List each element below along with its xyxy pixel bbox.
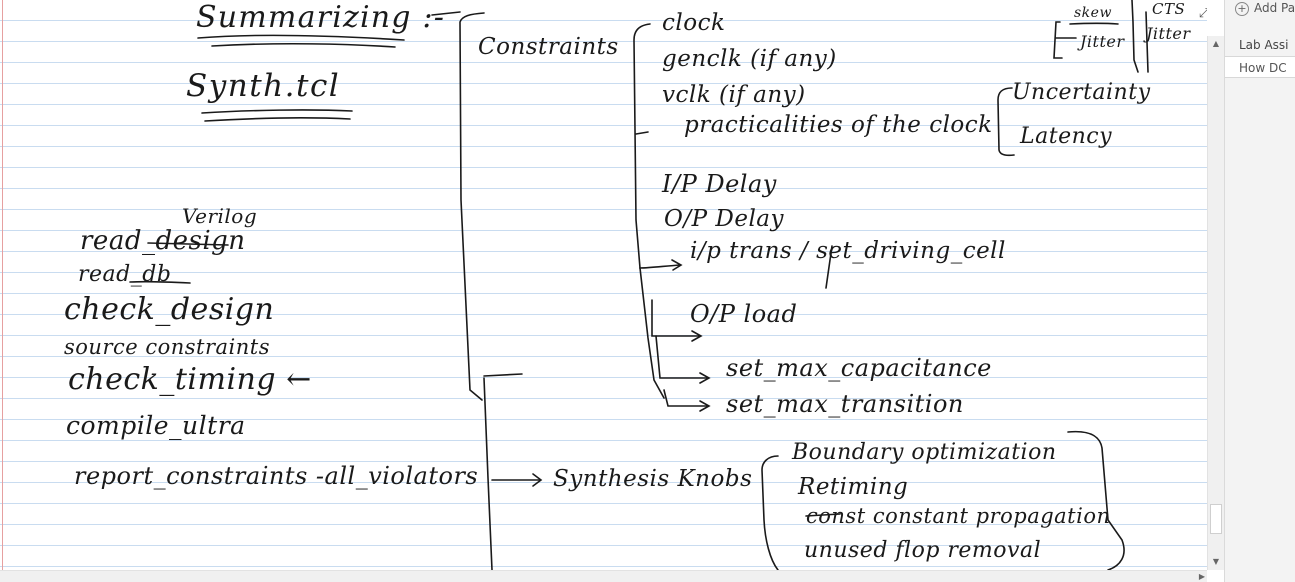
branch-tick [483, 373, 523, 377]
add-page-button[interactable]: + Add Pa [1225, 0, 1295, 18]
slash-divider [825, 245, 833, 289]
branch-synthesis-knobs: Synthesis Knobs [553, 466, 753, 492]
plus-circle-icon: + [1235, 2, 1249, 16]
scroll-down-icon[interactable]: ▼ [1212, 557, 1220, 566]
add-page-label: Add Pa [1254, 1, 1295, 15]
page-tab-how-dc[interactable]: How DC [1225, 56, 1295, 78]
arrow-load-head [691, 330, 703, 342]
arrow-trans-head [671, 259, 683, 271]
arrow-load-shaft [651, 299, 701, 337]
scroll-right-icon[interactable]: ▶ [1198, 572, 1205, 581]
clock-latency: Latency [1020, 124, 1113, 149]
cmd-read-db: read_db [78, 262, 172, 287]
horizontal-scrollbar[interactable]: ▶ [0, 570, 1207, 582]
constraint-clock: clock [662, 10, 726, 36]
knob-retiming: Retiming [798, 474, 909, 500]
knobs-bracket-right [1067, 430, 1125, 570]
knob-unused-flop-removal: unused flop removal [804, 538, 1042, 563]
constraint-vclk: vclk (if any) [662, 82, 806, 108]
subtitle-underline [201, 109, 353, 114]
constraint-op-load: O/P load [690, 300, 798, 328]
page-tab-lab-assi[interactable]: Lab Assi [1239, 38, 1289, 52]
cmd-source-constraints: source constraints [64, 335, 271, 359]
page-title: Summarizing :- [196, 0, 446, 35]
cmd-read-design: read_design [80, 226, 246, 256]
ink-strokes [129, 0, 1149, 570]
constraint-op-delay: O/P Delay [664, 206, 785, 232]
top-right-cts: CTS [1152, 0, 1186, 18]
arrow-cap-head [699, 372, 711, 384]
cts-divider [1145, 11, 1149, 73]
verilog-note: Verilog [182, 204, 258, 228]
skew-bracket [1053, 21, 1063, 59]
cmd-report-constraints: report_constraints -all_violators [74, 462, 479, 490]
uncertainty-jitter: Jitter [1080, 32, 1125, 51]
strike-opt [805, 513, 841, 517]
constraint-max-capacitance: set_max_capacitance [726, 354, 992, 382]
knob-constant-propagation: const constant propagation [806, 504, 1111, 528]
uncertainty-skew: skew [1074, 5, 1112, 21]
trunk-lower [483, 377, 493, 570]
constraint-max-transition: set_max_transition [726, 390, 964, 418]
expand-icon[interactable]: ⤢ [1198, 6, 1207, 21]
cmd-check-design: check_design [64, 292, 275, 327]
constraints-bracket-lower [639, 267, 665, 399]
arrow-trans-shaft [639, 264, 681, 269]
skew-underline [1069, 22, 1119, 25]
top-right-jitter: Jitter [1146, 24, 1191, 43]
arrow-tran-head [699, 400, 711, 412]
constraint-practicalities: practicalities of the clock [684, 112, 993, 138]
cmd-compile-ultra: compile_ultra [66, 411, 246, 440]
branch-constraints: Constraints [478, 34, 619, 60]
arrow-cap-shaft [655, 335, 709, 379]
constraint-ip-delay: I/P Delay [662, 170, 777, 198]
knob-boundary-optimization: Boundary optimization [792, 440, 1057, 465]
tick-practicalities [635, 131, 649, 135]
cmd-check-timing: check_timing ← [68, 362, 312, 397]
cts-bracket [1131, 0, 1139, 73]
constraint-ip-trans: i/p trans / set_driving_cell [690, 238, 1006, 264]
script-filename: Synth.tcl [186, 68, 341, 104]
main-bracket [459, 12, 485, 401]
title-underline [197, 34, 405, 41]
arrow-knobs-head [532, 473, 543, 487]
strike-design [147, 242, 229, 246]
note-canvas[interactable]: Summarizing :- Synth.tcl Verilog read_de… [0, 0, 1207, 570]
subtitle-underline-2 [204, 117, 351, 122]
page-margin-line [2, 0, 3, 570]
page-list-pane: + Add Pa Lab Assi How DC [1224, 0, 1295, 582]
underscore-read-db [129, 280, 191, 284]
arrow-tran-shaft [663, 389, 709, 407]
title-dash [431, 11, 461, 16]
constraints-bracket [633, 23, 651, 269]
clock-uncertainty: Uncertainty [1012, 80, 1151, 105]
title-underline-2 [211, 42, 396, 48]
constraint-genclk: genclk (if any) [662, 46, 837, 72]
vertical-scrollbar[interactable]: ▲ ▼ [1207, 36, 1224, 570]
scroll-up-icon[interactable]: ▲ [1212, 39, 1220, 48]
scrollbar-thumb[interactable] [1210, 504, 1222, 534]
clock-bracket [997, 87, 1015, 157]
knobs-bracket-left [761, 455, 779, 570]
